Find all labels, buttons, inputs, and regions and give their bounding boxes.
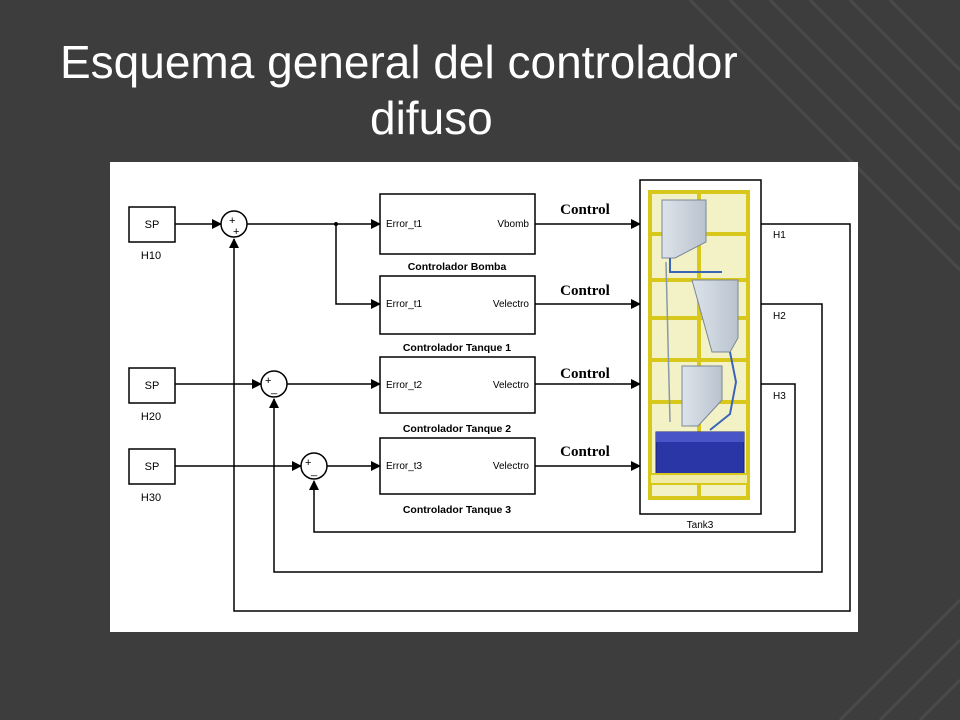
plant-name: Tank3: [687, 520, 714, 531]
sum-junction-2: + _: [260, 370, 288, 398]
controller-tanque-1: Error_t1 Velectro Controlador Tanque 1: [379, 275, 536, 354]
controller-bomba-output: Vbomb: [497, 219, 529, 230]
feedback-h3: [309, 383, 796, 533]
setpoint-h20-block-label: SP: [145, 380, 160, 392]
slide-title-line2: difuso: [370, 92, 493, 144]
branch-point: [334, 222, 338, 226]
controller-bomba-input: Error_t1: [386, 219, 423, 230]
block-diagram-figure: SP H10 SP H20 SP H30 + + + _ + _: [110, 162, 858, 632]
signal-lines: [175, 219, 851, 612]
line-branch-to-tanque1: [335, 224, 381, 309]
output-label-h2: H2: [773, 311, 786, 322]
sum2-sign-bottom: _: [270, 383, 278, 395]
controller-tanque-3: Error_t3 Velectro Controlador Tanque 3: [379, 437, 536, 516]
controller-tanque-2-input: Error_t2: [386, 380, 423, 391]
setpoint-h30-block-label: SP: [145, 461, 160, 473]
control-label-2: Control: [560, 283, 610, 299]
setpoint-h10: SP H10: [128, 206, 176, 262]
setpoint-h10-name: H10: [141, 250, 161, 262]
setpoint-h20: SP H20: [128, 367, 176, 423]
slide-title-line1: Esquema general del controlador: [60, 36, 738, 88]
sum1-sign-bottom: +: [233, 226, 239, 238]
sum3-sign-top: +: [305, 457, 311, 469]
slide-title: Esquema general del controlador difuso: [0, 34, 960, 146]
controller-tanque-1-input: Error_t1: [386, 299, 423, 310]
controller-tanque-1-name: Controlador Tanque 1: [403, 342, 511, 354]
feedback-h1: [229, 223, 851, 612]
sum1-sign-top: +: [229, 215, 235, 227]
setpoint-h10-block-label: SP: [145, 219, 160, 231]
sum3-sign-bottom: _: [310, 465, 318, 477]
setpoint-h30-name: H30: [141, 492, 161, 504]
controller-tanque-3-name: Controlador Tanque 3: [403, 504, 511, 516]
controller-bomba-name: Controlador Bomba: [408, 261, 507, 273]
control-label-1: Control: [560, 202, 610, 218]
control-label-3: Control: [560, 366, 610, 382]
sum-junction-3: + _: [300, 452, 328, 480]
output-label-h3: H3: [773, 391, 786, 402]
setpoint-h20-name: H20: [141, 411, 161, 423]
controller-tanque-2: Error_t2 Velectro Controlador Tanque 2: [379, 356, 536, 435]
control-label-4: Control: [560, 444, 610, 460]
controller-bomba: Error_t1 Vbomb Controlador Bomba: [379, 193, 536, 273]
controller-tanque-1-output: Velectro: [493, 299, 530, 310]
controller-tanque-3-output: Velectro: [493, 461, 530, 472]
controller-tanque-2-name: Controlador Tanque 2: [403, 423, 511, 435]
setpoint-h30: SP H30: [128, 448, 176, 504]
output-label-h1: H1: [773, 230, 786, 241]
plant-tank3: Tank3: [639, 179, 762, 531]
controller-tanque-3-input: Error_t3: [386, 461, 423, 472]
feedback-h2: [269, 303, 823, 573]
block-diagram: SP H10 SP H20 SP H30 + + + _ + _: [128, 179, 851, 612]
controller-tanque-2-output: Velectro: [493, 380, 530, 391]
sum-junction-1: + +: [220, 210, 248, 238]
sum2-sign-top: +: [265, 375, 271, 387]
tank-rig-illustration: [648, 190, 750, 500]
